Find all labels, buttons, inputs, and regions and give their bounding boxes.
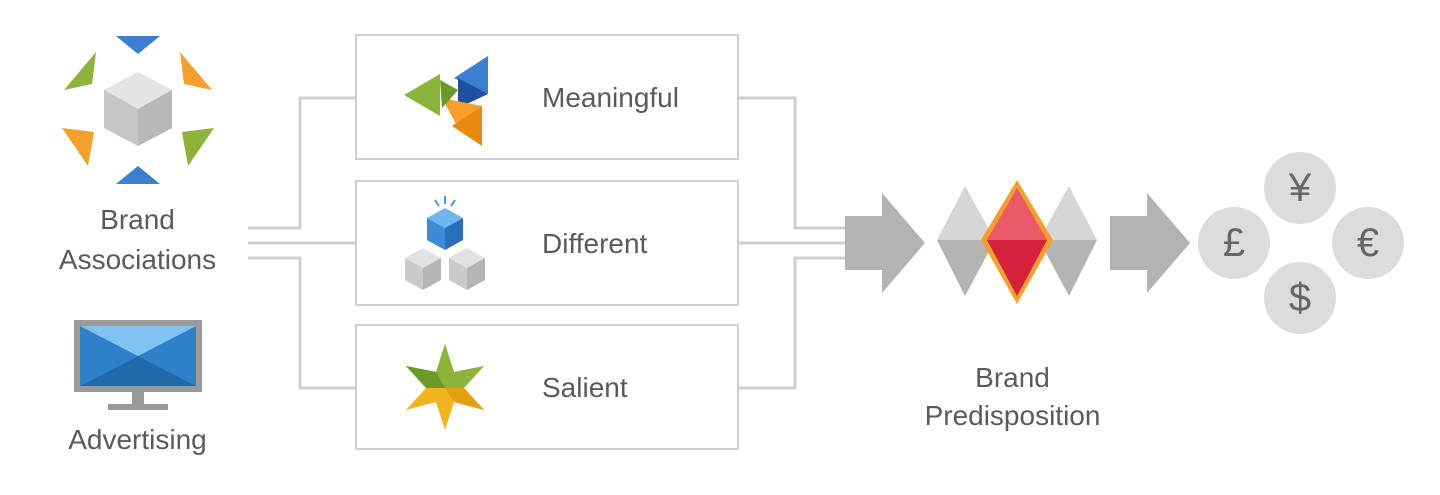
- yen-coin-icon: ¥: [1264, 152, 1336, 224]
- brand-associations-label-line1: Brand: [100, 204, 175, 235]
- brand-predisposition-label-line2: Predisposition: [924, 400, 1101, 431]
- dollar-coin-icon: $: [1264, 262, 1336, 334]
- brand-associations-label-line2: Associations: [58, 244, 217, 275]
- brand-predisposition-diamond-icon: [937, 180, 1097, 304]
- euro-coin-icon: €: [1332, 207, 1404, 279]
- different-icon: [405, 196, 485, 290]
- salient-star-icon: [406, 344, 484, 430]
- different-box: Different: [355, 180, 739, 306]
- brand-associations-icon: [62, 36, 214, 184]
- arrow-to-predisposition: [845, 193, 925, 293]
- salient-label: Salient: [542, 372, 628, 403]
- advertising-monitor-icon: [74, 320, 202, 410]
- salient-box: Salient: [355, 324, 739, 450]
- advertising-label: Advertising: [68, 424, 207, 455]
- arrow-to-currency: [1110, 193, 1190, 293]
- brand-predisposition-label-line1: Brand: [975, 362, 1050, 393]
- different-label: Different: [542, 228, 648, 259]
- meaningful-label: Meaningful: [542, 82, 679, 113]
- pound-coin-icon: £: [1198, 207, 1270, 279]
- meaningful-icon: [404, 56, 488, 146]
- meaningful-box: Meaningful: [355, 34, 739, 160]
